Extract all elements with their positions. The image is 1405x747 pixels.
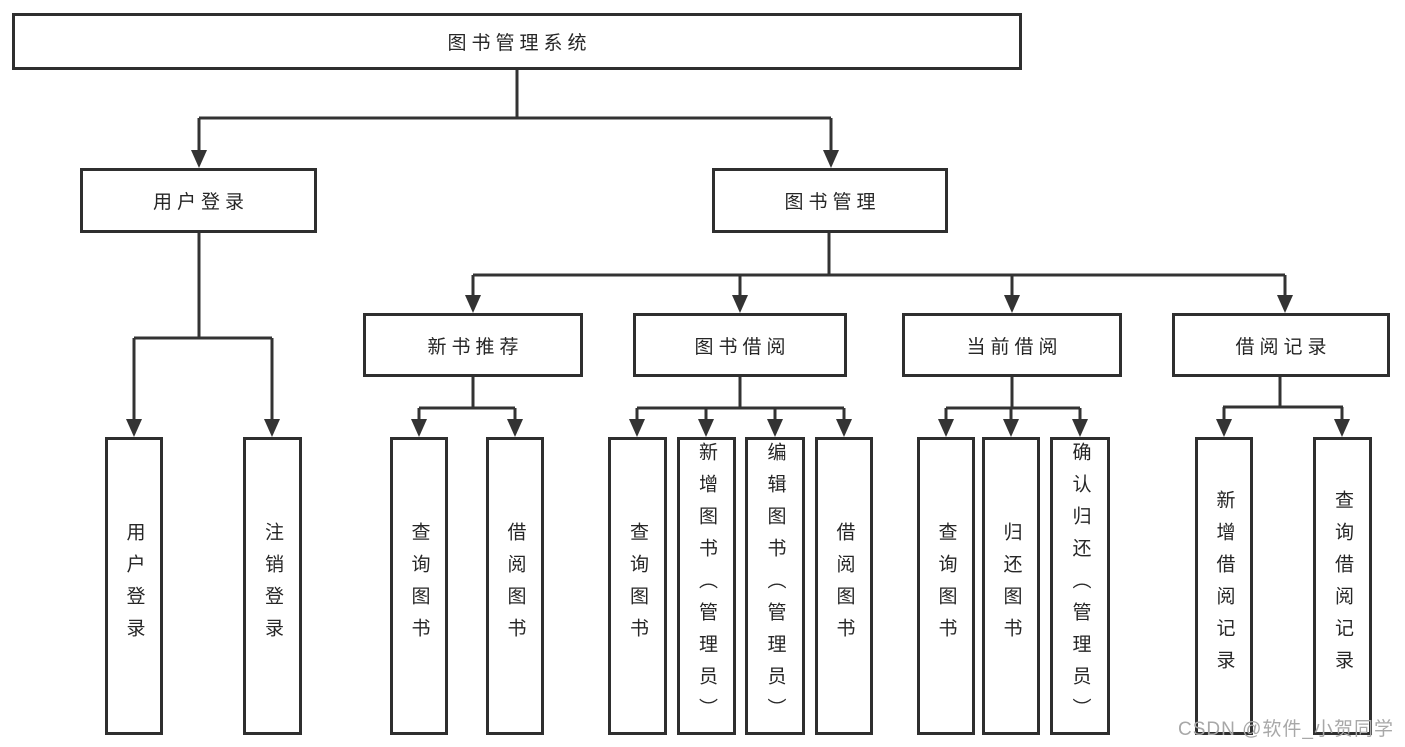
node-label: 新书推荐: [427, 336, 524, 358]
node-leaf-query-books-1: 查询图书: [390, 437, 448, 735]
node-leaf-query-books-2: 查询图书: [608, 437, 667, 735]
arrowhead: [126, 419, 142, 437]
arrowhead: [1334, 419, 1350, 437]
node-label: 借阅图书: [504, 522, 526, 650]
node-label: 查询借阅记录: [1332, 490, 1353, 682]
arrowhead: [698, 419, 714, 437]
edge-user-login-to-children: [126, 232, 280, 437]
node-label: 图书管理系统: [447, 33, 592, 54]
node-leaf-query-borrow-record: 查询借阅记录: [1313, 437, 1372, 735]
node-user-login: 用户登录: [80, 168, 317, 233]
arrowhead: [465, 295, 481, 313]
node-book-borrowing: 图书借阅: [633, 313, 847, 377]
arrowhead: [1277, 295, 1293, 313]
node-leaf-return-books: 归还图书: [982, 437, 1040, 735]
node-label: 归还图书: [1000, 522, 1022, 650]
node-label: 用户登录: [123, 522, 145, 650]
arrowhead: [629, 419, 645, 437]
node-label: 用户登录: [152, 192, 249, 213]
edge-borrowing-records-to-children: [1216, 377, 1350, 437]
arrowhead: [507, 419, 523, 437]
arrowhead: [836, 419, 852, 437]
node-label: 借阅图书: [833, 522, 855, 650]
node-new-book-recommendation: 新书推荐: [363, 313, 583, 377]
watermark: CSDN @软件_小贺同学: [1178, 719, 1394, 740]
node-label: 新增借阅记录: [1213, 490, 1235, 682]
node-leaf-query-books-3: 查询图书: [917, 437, 975, 735]
node-label: 查询图书: [627, 522, 648, 650]
node-label: 借阅记录: [1235, 336, 1332, 358]
node-leaf-edit-books-admin: 编辑图书（管理员）: [745, 437, 805, 735]
node-label: 新增图书（管理员）: [696, 442, 717, 730]
node-label: 图书借阅: [694, 336, 791, 358]
node-label: 注销登录: [262, 522, 283, 650]
arrowhead: [1003, 419, 1019, 437]
node-book-management: 图书管理: [712, 168, 948, 233]
edge-book-management-to-level3: [465, 232, 1293, 313]
arrowhead: [264, 419, 280, 437]
node-label: 确认归还（管理员）: [1069, 442, 1091, 730]
arrowhead: [938, 419, 954, 437]
arrowhead: [1216, 419, 1232, 437]
arrowhead: [823, 150, 839, 168]
node-label: 图书管理: [784, 192, 881, 213]
edge-current-borrowing-to-children: [938, 377, 1088, 437]
arrowhead: [1072, 419, 1088, 437]
arrowhead: [411, 419, 427, 437]
arrowhead: [767, 419, 783, 437]
node-label: 查询图书: [408, 522, 430, 650]
node-label: 当前借阅: [966, 336, 1063, 358]
node-leaf-borrow-books-1: 借阅图书: [486, 437, 544, 735]
node-library-management-system: 图书管理系统: [12, 13, 1022, 70]
edge-root-to-level2: [191, 69, 839, 168]
edge-book-borrowing-to-children: [629, 377, 852, 437]
node-current-borrowing: 当前借阅: [902, 313, 1122, 377]
node-leaf-logout: 注销登录: [243, 437, 302, 735]
node-borrowing-records: 借阅记录: [1172, 313, 1390, 377]
node-leaf-borrow-books-2: 借阅图书: [815, 437, 873, 735]
node-leaf-confirm-return-admin: 确认归还（管理员）: [1050, 437, 1110, 735]
node-leaf-user-login: 用户登录: [105, 437, 163, 735]
edge-new-book-recommendation-to-children: [411, 377, 523, 437]
node-label: 编辑图书（管理员）: [764, 442, 786, 730]
node-label: 查询图书: [935, 522, 957, 650]
arrowhead: [1004, 295, 1020, 313]
node-leaf-add-borrow-record: 新增借阅记录: [1195, 437, 1253, 735]
arrowhead: [191, 150, 207, 168]
arrowhead: [732, 295, 748, 313]
node-leaf-add-books-admin: 新增图书（管理员）: [677, 437, 736, 735]
